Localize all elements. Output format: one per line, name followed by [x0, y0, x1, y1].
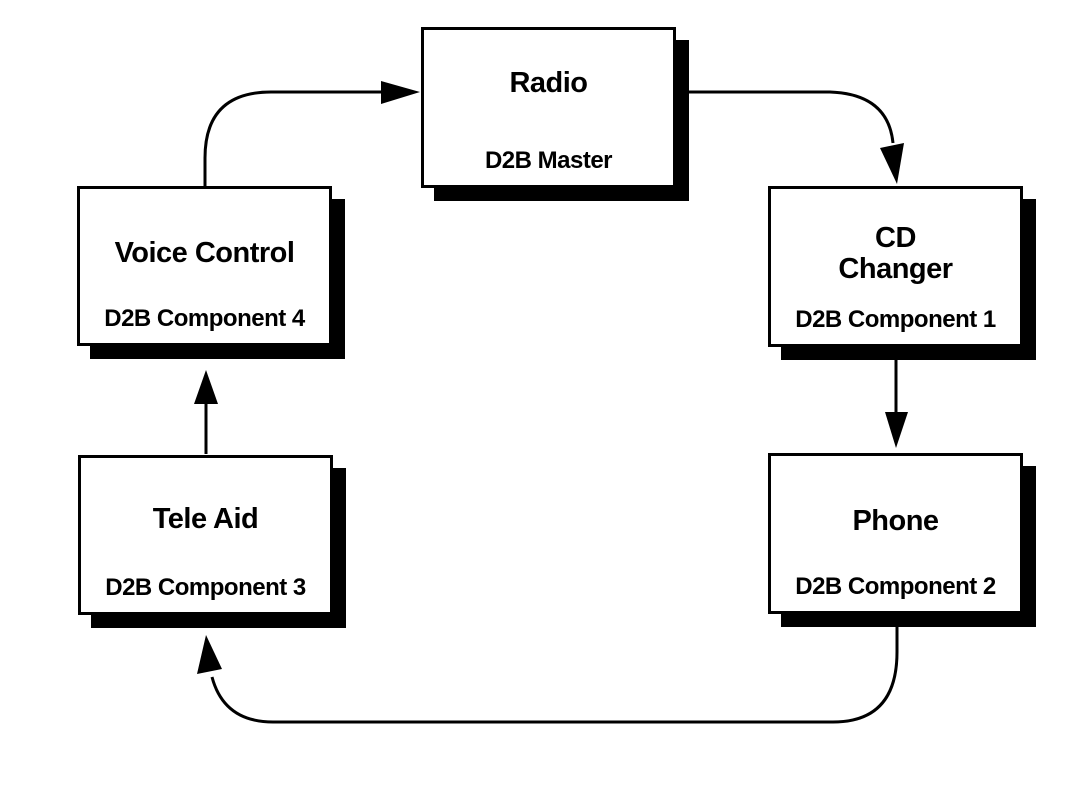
node-cd-changer-title: CD Changer — [838, 222, 953, 285]
node-voice-control: Voice Control D2B Component 4 — [77, 186, 332, 346]
node-voice-control-title: Voice Control — [114, 237, 295, 269]
node-tele-aid: Tele Aid D2B Component 3 — [78, 455, 333, 615]
node-radio-title: Radio — [509, 67, 588, 99]
arrow-tele-aid-to-voice-control — [194, 370, 218, 454]
arrow-voice-control-to-radio — [203, 81, 420, 187]
node-radio: Radio D2B Master — [421, 27, 676, 188]
arrow-cd-changer-to-phone — [885, 347, 908, 448]
arrow-phone-to-tele-aid — [197, 614, 899, 724]
node-voice-control-subtitle: D2B Component 4 — [104, 305, 305, 332]
node-phone: Phone D2B Component 2 — [768, 453, 1023, 614]
node-phone-subtitle: D2B Component 2 — [795, 573, 996, 600]
node-cd-changer-subtitle: D2B Component 1 — [795, 306, 996, 333]
node-tele-aid-title: Tele Aid — [152, 503, 259, 535]
arrow-radio-to-cd-changer — [677, 90, 904, 184]
node-cd-changer: CD Changer D2B Component 1 — [768, 186, 1023, 347]
node-phone-title: Phone — [852, 505, 939, 537]
node-radio-subtitle: D2B Master — [484, 147, 613, 174]
node-tele-aid-subtitle: D2B Component 3 — [105, 574, 306, 601]
